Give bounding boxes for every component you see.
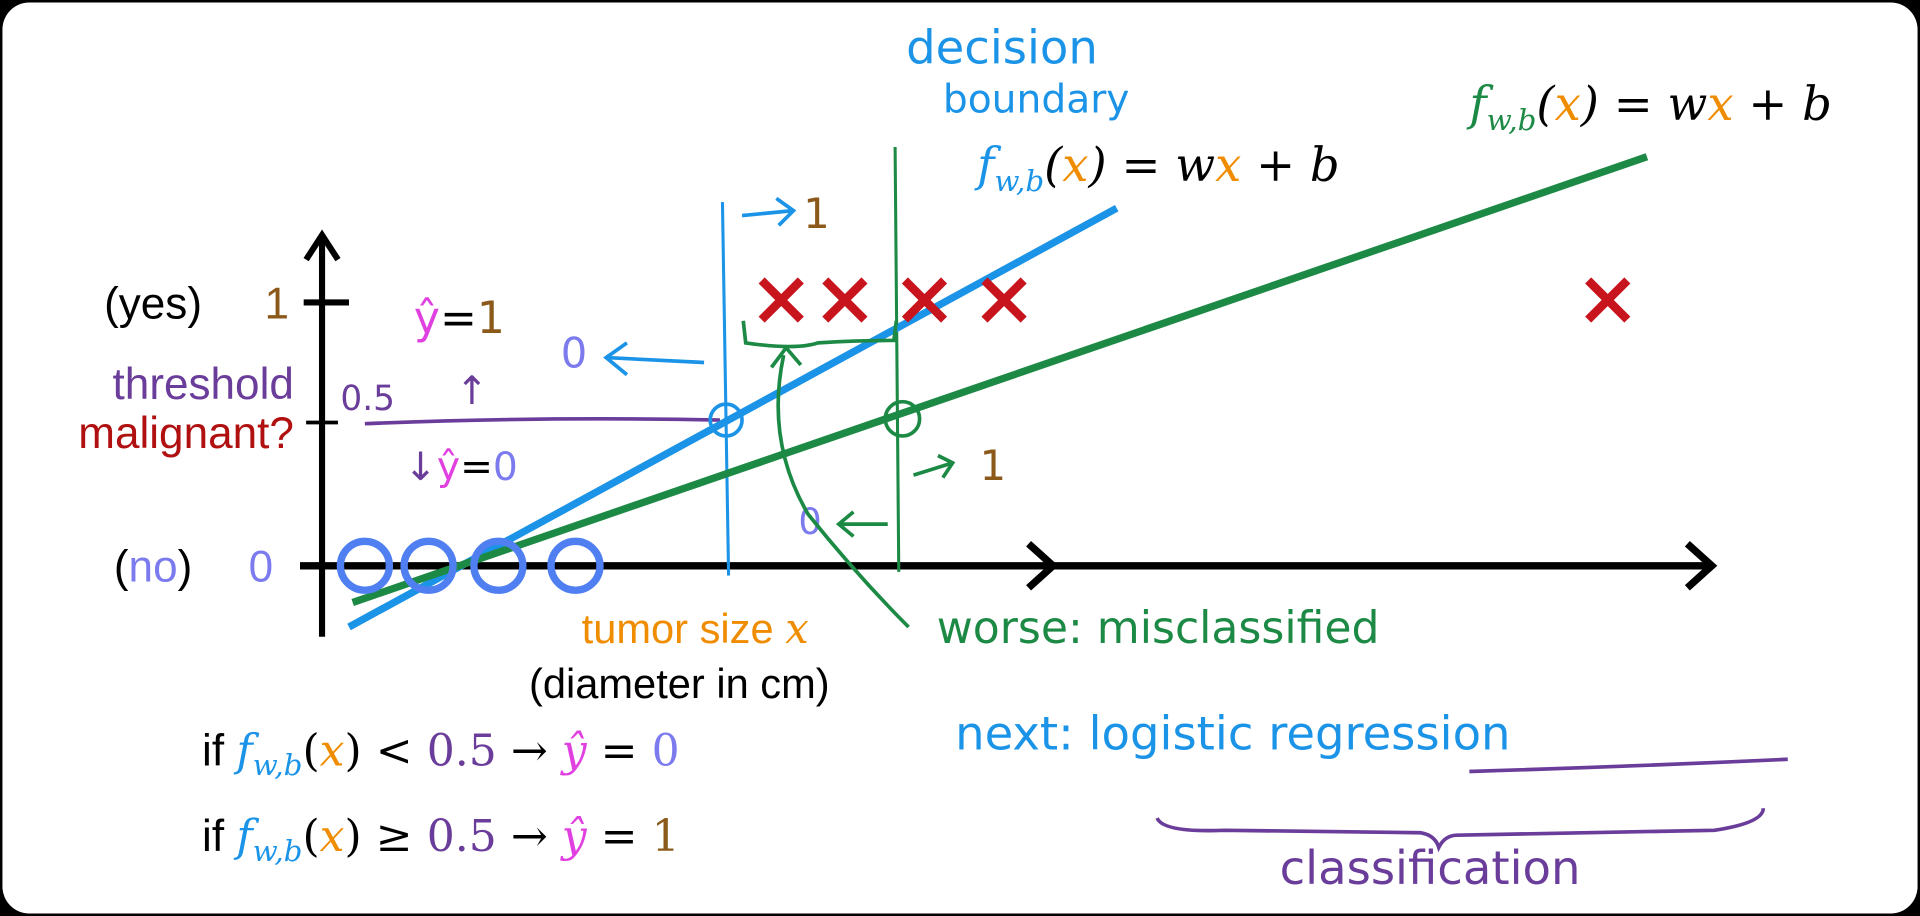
decision-label: decision bbox=[906, 21, 1098, 75]
blue-right-arrow-icon bbox=[741, 196, 797, 227]
malignant-point bbox=[981, 277, 1027, 323]
benign-point bbox=[470, 537, 527, 594]
worse-misclassified-note: worse: misclassified bbox=[937, 603, 1380, 654]
blue-threshold-crossing bbox=[708, 402, 744, 438]
rule-part: ) bbox=[345, 725, 362, 776]
classification-label: classification bbox=[1280, 841, 1581, 895]
yes-label: (yes) bbox=[104, 279, 202, 328]
blue-line-formula: fw,b(x) = wx + b bbox=[974, 138, 1339, 198]
rule-part: x bbox=[320, 725, 345, 776]
benign-point bbox=[400, 537, 457, 594]
blue-left-zero: 0 bbox=[561, 328, 587, 377]
rule-list: if fw,b(x) < 0.5 → ŷ = 0 if fw,b(x) ≥ 0.… bbox=[202, 725, 680, 868]
benign-point bbox=[547, 537, 604, 594]
rule-part: ŷ bbox=[560, 725, 588, 776]
threshold-line bbox=[364, 416, 721, 426]
rule-part: x bbox=[320, 811, 345, 862]
blue-decision-boundary bbox=[720, 202, 731, 576]
data-points bbox=[336, 277, 1631, 594]
rule-part: → bbox=[497, 811, 562, 862]
x-axis-unit: (diameter in cm) bbox=[529, 660, 830, 707]
benign-point bbox=[336, 537, 394, 594]
rule-part: ŷ bbox=[560, 811, 588, 862]
rule-part: ) bbox=[345, 811, 362, 862]
no-value: 0 bbox=[249, 543, 274, 592]
malignant-point bbox=[822, 277, 868, 323]
rule-part: w,b bbox=[253, 748, 303, 782]
green-regression-line bbox=[351, 153, 1649, 606]
malignant-point bbox=[1585, 277, 1631, 323]
malignant-point bbox=[758, 277, 804, 323]
x-axis-label: tumor size x bbox=[582, 604, 809, 653]
rule-part: 0.5 bbox=[427, 811, 497, 862]
rule-part: 0.5 bbox=[427, 725, 497, 776]
boundary-label: boundary bbox=[943, 78, 1130, 123]
rule-part: → bbox=[497, 725, 562, 776]
blue-right-one: 1 bbox=[803, 189, 829, 238]
rule-part: = bbox=[587, 725, 652, 776]
misclassified-brace bbox=[741, 320, 899, 349]
blue-left-arrow-icon bbox=[603, 341, 705, 377]
yes-value: 1 bbox=[264, 279, 289, 328]
threshold-value: 0.5 bbox=[340, 379, 394, 419]
classification-brace bbox=[1155, 807, 1766, 853]
rule-greater-equal: if fw,b(x) ≥ 0.5 → ŷ = 1 bbox=[202, 811, 680, 868]
yhat-equals-1: ŷ=1 bbox=[414, 293, 505, 344]
x-axis bbox=[300, 540, 1718, 591]
green-threshold-crossing bbox=[883, 399, 922, 438]
rule-part: 1 bbox=[652, 811, 680, 862]
rule-part: ( bbox=[302, 811, 319, 862]
green-left-arrow-icon bbox=[835, 510, 888, 538]
rule-part: ≥ bbox=[362, 811, 427, 862]
y-axis bbox=[303, 229, 349, 637]
rule-part: if bbox=[202, 726, 236, 775]
rule-part: w,b bbox=[253, 834, 303, 868]
yhat-equals-0: ↓ŷ=0 bbox=[404, 445, 518, 490]
up-arrow-icon: ↑ bbox=[456, 369, 489, 414]
rule-part: = bbox=[587, 811, 652, 862]
green-right-one: 1 bbox=[980, 441, 1006, 490]
green-right-arrow-icon bbox=[912, 453, 956, 479]
rule-part: < bbox=[362, 725, 427, 776]
green-decision-boundary bbox=[893, 146, 901, 572]
regression-underline bbox=[1469, 757, 1788, 774]
misclassified-pointer bbox=[776, 354, 910, 629]
no-label: (no) bbox=[114, 543, 192, 592]
rule-part: if bbox=[202, 812, 236, 861]
malignant-point bbox=[901, 277, 948, 323]
rule-less-than: if fw,b(x) < 0.5 → ŷ = 0 bbox=[202, 725, 680, 782]
misclassified-arrowhead-icon bbox=[769, 344, 803, 369]
malignant-label: malignant? bbox=[78, 409, 294, 458]
threshold-label: threshold bbox=[113, 360, 294, 409]
rule-part: 0 bbox=[652, 725, 680, 776]
next-note: next: logistic regression bbox=[955, 706, 1510, 760]
rule-part: ( bbox=[302, 725, 319, 776]
green-line-formula: fw,b(x) = wx + b bbox=[1466, 77, 1831, 137]
